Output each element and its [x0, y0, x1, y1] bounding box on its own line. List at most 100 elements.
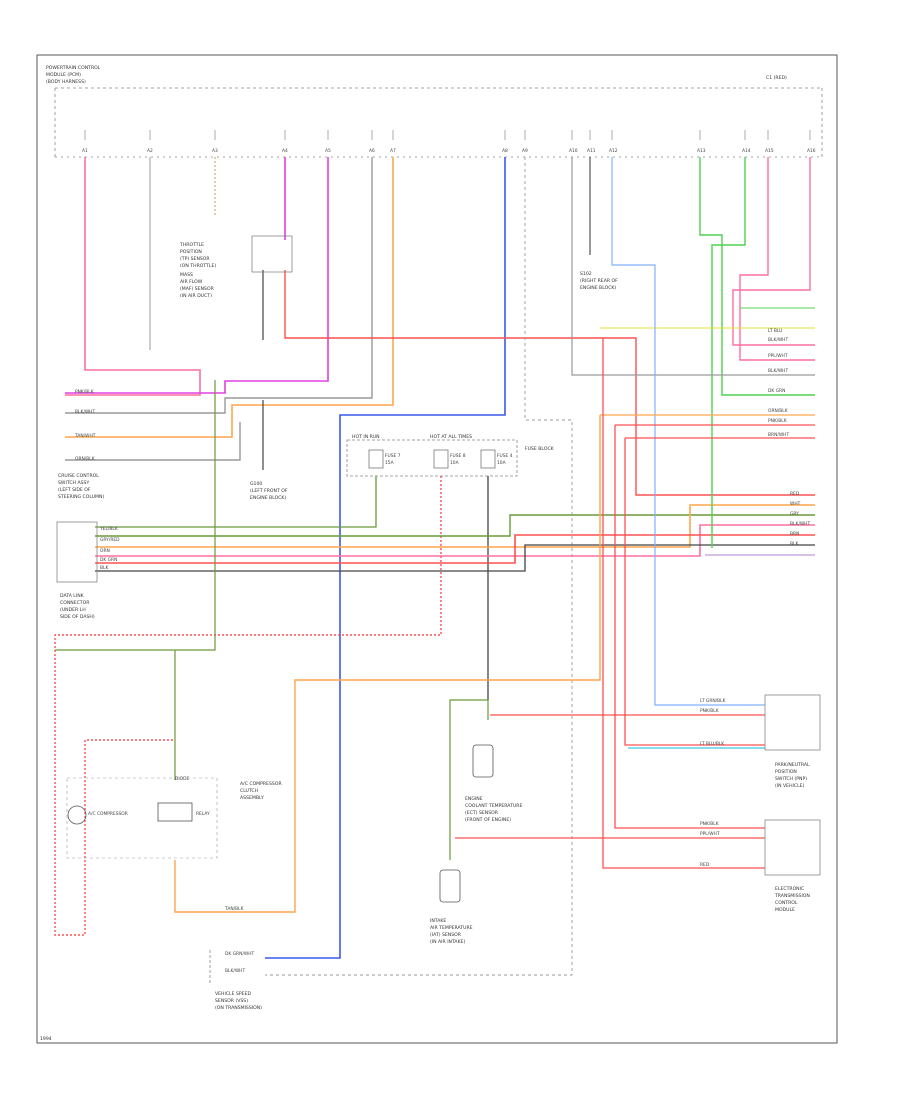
- svg-text:(IN AIR INTAKE): (IN AIR INTAKE): [430, 939, 465, 945]
- svg-text:POSITION: POSITION: [775, 769, 797, 775]
- svg-text:VEHICLE SPEED: VEHICLE SPEED: [215, 991, 251, 997]
- right-lower-wire-label: GRY: [790, 511, 799, 517]
- right-connector-wire-label: BLK/WHT: [768, 337, 788, 343]
- wire-gray-right: [571, 157, 815, 376]
- svg-text:AIR FLOW: AIR FLOW: [180, 279, 203, 285]
- fuse-block-hot-label: HOT AT ALL TIMES: [430, 434, 472, 440]
- svg-text:(IAT) SENSOR: (IAT) SENSOR: [430, 932, 462, 938]
- bottom-wire-label: TAN/BLK: [224, 906, 244, 912]
- bus-wire-label: GRY/RED: [100, 537, 120, 543]
- svg-text:SWITCH ASSY: SWITCH ASSY: [58, 480, 89, 486]
- right-connector-wire-label: LT BLU: [768, 328, 782, 334]
- wire-gray-1: [65, 157, 373, 414]
- ect-sensor: [472, 744, 494, 778]
- pnp-switch-upper-label: PARK/NEUTRAL POSITION SWITCH (PNP) (IN V…: [775, 762, 810, 789]
- ac-clutch-coil: [67, 805, 87, 825]
- iat-sensor-label: INTAKE AIR TEMPERATURE (IAT) SENSOR (IN …: [430, 918, 473, 945]
- fuse-block: [346, 439, 518, 477]
- sensor-wire-label: LT GRN/BLK: [700, 698, 726, 704]
- fuse-7-rating: 15A: [385, 460, 394, 466]
- left-connector-wire-label: BLK/WHT: [75, 409, 95, 415]
- wire-from-fuse-8: [54, 476, 442, 936]
- right-connector-wire-label: PPL/WHT: [768, 353, 788, 359]
- svg-text:(LEFT FRONT OF: (LEFT FRONT OF: [250, 488, 288, 494]
- wire-pink-left: [65, 157, 201, 396]
- wire-magenta: [65, 157, 329, 394]
- wire-orange-1: [65, 157, 394, 438]
- wire-red-down-1: [624, 438, 765, 746]
- header-right-label: C1 (RED): [766, 75, 787, 81]
- sensor-wire-label: PNK/BLK: [700, 821, 719, 827]
- wire-green-right: [699, 157, 815, 396]
- fuse-7-name: FUSE 7: [385, 453, 401, 459]
- svg-text:SWITCH (PNP): SWITCH (PNP): [775, 776, 807, 782]
- svg-text:THROTTLE: THROTTLE: [179, 242, 204, 248]
- pnp-switch-lower-label: ELECTRONIC TRANSMISSION CONTROL MODULE: [774, 886, 810, 913]
- right-mid-wire-label: PNK/BLK: [768, 418, 787, 424]
- ground-g100-label: G100 (LEFT FRONT OF ENGINE BLOCK): [250, 481, 288, 501]
- wire-gray-2: [65, 422, 241, 461]
- fuse-4-name: FUSE 4: [497, 453, 513, 459]
- right-lower-wire-label: WHT: [790, 501, 801, 507]
- tp-sensor-box: [251, 235, 293, 273]
- footer-code: 1994: [40, 1036, 52, 1042]
- pcm-pin-label: A1: [82, 148, 88, 154]
- ac-clutch-text: A/C COMPRESSOR: [88, 811, 128, 817]
- pcm-pin-label: A10: [569, 148, 578, 154]
- svg-text:(MAF) SENSOR: (MAF) SENSOR: [180, 286, 215, 292]
- fuse-4: FUSE 4 10A: [480, 449, 513, 469]
- iat-sensor: [439, 869, 461, 903]
- svg-text:CONNECTOR: CONNECTOR: [60, 600, 90, 606]
- bus-black: [95, 544, 815, 572]
- svg-text:(IN AIR DUCT): (IN AIR DUCT): [180, 293, 212, 299]
- svg-text:(ECT) SENSOR: (ECT) SENSOR: [465, 810, 499, 816]
- svg-text:(LEFT SIDE OF: (LEFT SIDE OF: [58, 487, 91, 493]
- pcm-pin-label: A9: [522, 148, 528, 154]
- svg-text:ENGINE BLOCK): ENGINE BLOCK): [580, 285, 616, 291]
- svg-text:ENGINE: ENGINE: [465, 796, 483, 802]
- pcm-pin-label: A11: [587, 148, 596, 154]
- bus-orange: [95, 504, 815, 548]
- ac-diode-text: DIODE: [175, 776, 190, 782]
- pcm-pin-label: A16: [807, 148, 816, 154]
- pnp-switch-upper: [764, 694, 821, 751]
- svg-text:ELECTRONIC: ELECTRONIC: [775, 886, 804, 892]
- right-mid-wire-label: BRN/WHT: [768, 432, 789, 438]
- svg-text:COOLANT TEMPERATURE: COOLANT TEMPERATURE: [465, 803, 522, 809]
- pcm-pin-label: A6: [369, 148, 375, 154]
- svg-text:(ON TRANSMISSION): (ON TRANSMISSION): [215, 1005, 262, 1011]
- fuse-4-rating: 10A: [497, 460, 506, 466]
- svg-text:TRANSMISSION: TRANSMISSION: [774, 893, 810, 899]
- pcm-pin-label: A8: [502, 148, 508, 154]
- right-connector-wire-label: DK GRN: [768, 388, 785, 394]
- header-title-2: MODULE (PCM): [46, 72, 81, 78]
- svg-text:CONTROL: CONTROL: [775, 900, 798, 906]
- svg-text:INTAKE: INTAKE: [430, 918, 446, 924]
- svg-text:(TP) SENSOR: (TP) SENSOR: [180, 256, 210, 262]
- svg-text:STEERING COLUMN): STEERING COLUMN): [58, 494, 104, 500]
- header-title-1: POWERTRAIN CONTROL: [46, 65, 101, 71]
- svg-text:(IN VEHICLE): (IN VEHICLE): [775, 783, 805, 789]
- fuse-block-label: HOT IN RUN: [352, 434, 380, 440]
- right-mid-wire-label: ORN/BLK: [768, 408, 788, 414]
- pcm-pin-label: A15: [765, 148, 774, 154]
- ac-clutch-assy-label: A/C COMPRESSOR CLUTCH ASSEMBLY: [240, 781, 282, 801]
- left-connector-wire-label: PNK/BLK: [75, 389, 94, 395]
- wire-from-fuse-7: [95, 476, 377, 528]
- fuse-8: FUSE 8 10A: [433, 449, 466, 469]
- sensor-wire-label: PNK/BLK: [700, 708, 719, 714]
- wire-red-down-3: [602, 338, 765, 869]
- bus-wire-label: BLK: [100, 565, 108, 571]
- right-connector-wire-label: BLK/WHT: [768, 368, 788, 374]
- svg-text:ENGINE BLOCK): ENGINE BLOCK): [250, 495, 286, 501]
- pcm-pin-label: A14: [742, 148, 751, 154]
- left-connector-wire-label: ORN/BLK: [75, 456, 95, 462]
- svg-text:G100: G100: [250, 481, 262, 487]
- tp-sensor-label: THROTTLE POSITION (TP) SENSOR (ON THROTT…: [179, 242, 216, 299]
- fuse-8-name: FUSE 8: [450, 453, 466, 459]
